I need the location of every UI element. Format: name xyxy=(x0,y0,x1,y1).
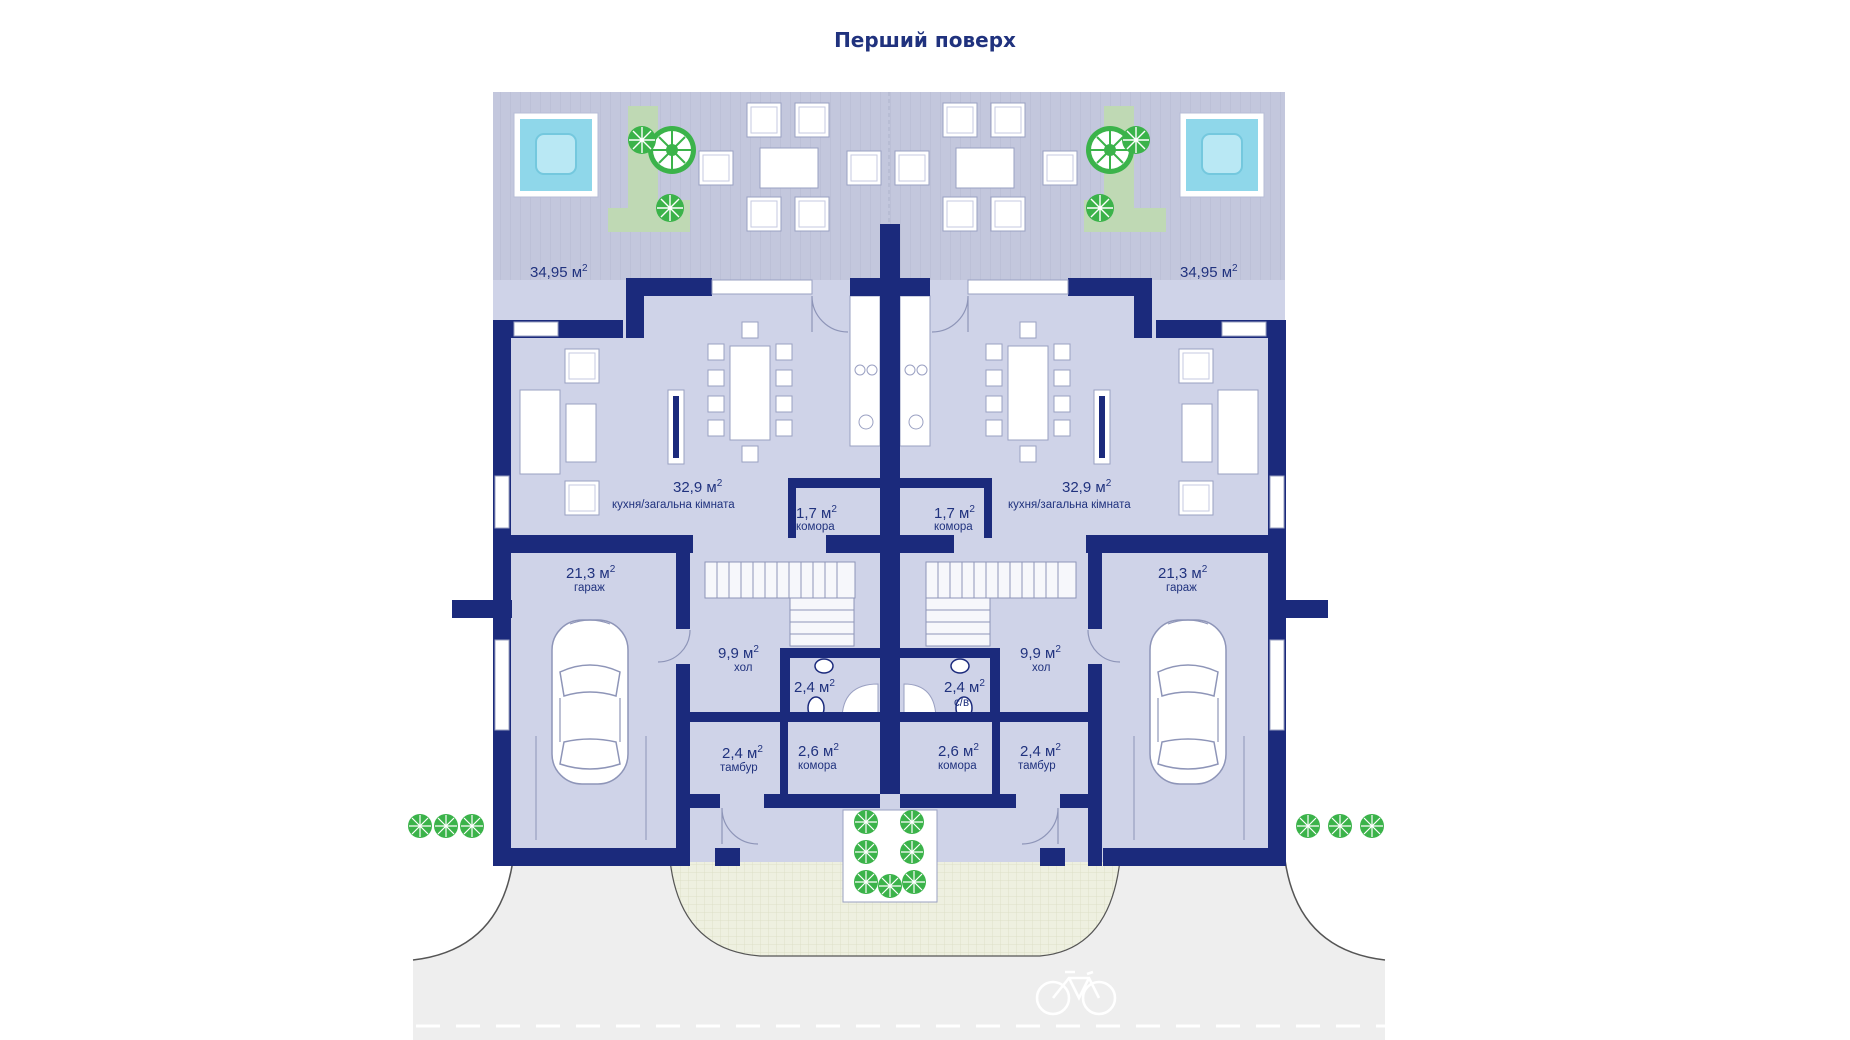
room-name: кухня/загальна кімната xyxy=(612,499,735,511)
room-area: 32,9 м xyxy=(1062,479,1106,496)
svg-text:21,3 м2: 21,3 м2 xyxy=(566,564,616,582)
room-name: хол xyxy=(1032,662,1050,674)
terrace-furniture xyxy=(698,102,1078,232)
svg-text:2,6 м2: 2,6 м2 xyxy=(938,742,979,760)
room-area: 2,6 м xyxy=(798,743,833,760)
page-title: Перший поверх xyxy=(834,28,1016,52)
living-furniture xyxy=(985,321,1259,516)
room-area: 9,9 м xyxy=(718,645,753,662)
room-name: тамбур xyxy=(720,762,758,774)
terrace-area: 34,95 м xyxy=(1180,264,1232,281)
room-name: с/в xyxy=(954,697,969,709)
svg-text:32,9 м2: 32,9 м2 xyxy=(673,478,723,496)
sink-icon xyxy=(814,658,970,674)
bicycle-icon xyxy=(1035,970,1117,1016)
room-name: комора xyxy=(938,760,977,772)
car-icon xyxy=(551,619,629,785)
room-name: хол xyxy=(734,662,752,674)
room-area: 9,9 м xyxy=(1020,645,1055,662)
windows xyxy=(494,279,1285,731)
svg-text:2,4 м2: 2,4 м2 xyxy=(722,744,763,762)
room-name: гараж xyxy=(574,582,605,594)
svg-text:34,95 м2: 34,95 м2 xyxy=(530,263,588,281)
room-labels-left: 32,9 м2 кухня/загальна кімната 1,7 м2 ко… xyxy=(566,478,839,774)
shower xyxy=(903,683,937,721)
svg-text:34,95 м2: 34,95 м2 xyxy=(1180,263,1238,281)
room-area: 21,3 м xyxy=(1158,565,1202,582)
room-area: 1,7 м xyxy=(934,505,969,522)
room-name: гараж xyxy=(1166,582,1197,594)
stairs-icon xyxy=(704,561,1077,647)
room-labels-right: 32,9 м2 кухня/загальна кімната 1,7 м2 ко… xyxy=(934,478,1208,772)
svg-text:1,7 м2: 1,7 м2 xyxy=(796,504,837,522)
svg-text:2,6 м2: 2,6 м2 xyxy=(798,742,839,760)
room-area: 2,4 м xyxy=(944,679,979,696)
svg-text:9,9 м2: 9,9 м2 xyxy=(718,644,759,662)
svg-text:2,4 м2: 2,4 м2 xyxy=(794,678,835,696)
room-area: 2,6 м xyxy=(938,743,973,760)
car-icon xyxy=(1149,619,1227,785)
room-area: 2,4 м xyxy=(794,679,829,696)
room-name: кухня/загальна кімната xyxy=(1008,499,1131,511)
svg-text:21,3 м2: 21,3 м2 xyxy=(1158,564,1208,582)
svg-text:2,4 м2: 2,4 м2 xyxy=(944,678,985,696)
door-icon xyxy=(657,295,1121,845)
svg-text:1,7 м2: 1,7 м2 xyxy=(934,504,975,522)
walls xyxy=(452,224,1328,866)
room-area: 2,4 м xyxy=(1020,743,1055,760)
room-area: 21,3 м xyxy=(566,565,610,582)
pool-icon xyxy=(513,112,599,198)
shower xyxy=(841,683,879,721)
terrace-area: 34,95 м xyxy=(530,264,582,281)
front-paving xyxy=(669,859,1121,957)
room-area: 32,9 м xyxy=(673,479,717,496)
room-area: 2,4 м xyxy=(722,745,757,762)
pool-icon xyxy=(1179,112,1265,198)
room-name: тамбур xyxy=(1018,760,1056,772)
room-name: комора xyxy=(798,760,837,772)
room-name: комора xyxy=(934,521,973,533)
room-name: комора xyxy=(796,521,835,533)
room-area: 1,7 м xyxy=(796,505,831,522)
svg-text:2,4 м2: 2,4 м2 xyxy=(1020,742,1061,760)
svg-text:32,9 м2: 32,9 м2 xyxy=(1062,478,1112,496)
living-furniture xyxy=(519,321,793,516)
svg-text:9,9 м2: 9,9 м2 xyxy=(1020,644,1061,662)
